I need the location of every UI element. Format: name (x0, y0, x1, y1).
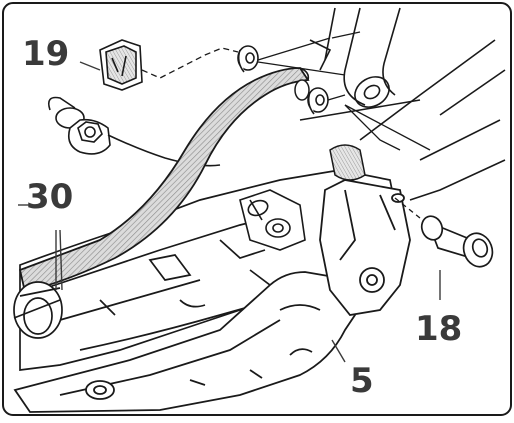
callout-18: 18 (415, 309, 462, 349)
callout-5: 5 (350, 361, 374, 401)
lower-control-arm (13, 271, 357, 413)
chassis-frame-lines (299, 7, 506, 201)
clip-bracket-19 (99, 39, 143, 91)
bushing-30 (13, 281, 63, 339)
callout-30: 30 (26, 177, 73, 217)
explode-lines (141, 31, 431, 219)
callout-19: 19 (22, 34, 69, 74)
bolt-18 (420, 215, 494, 268)
cross-member-assembly (19, 169, 401, 371)
washer-lower (307, 87, 329, 115)
rubber-mount (329, 144, 366, 181)
callout-leaders (18, 61, 441, 363)
stabilizer-bar (18, 67, 310, 294)
bolt-head-top-left (47, 96, 85, 129)
bracket-bushing (239, 189, 306, 251)
washer-upper (237, 45, 259, 73)
knuckle-bracket (319, 179, 411, 316)
